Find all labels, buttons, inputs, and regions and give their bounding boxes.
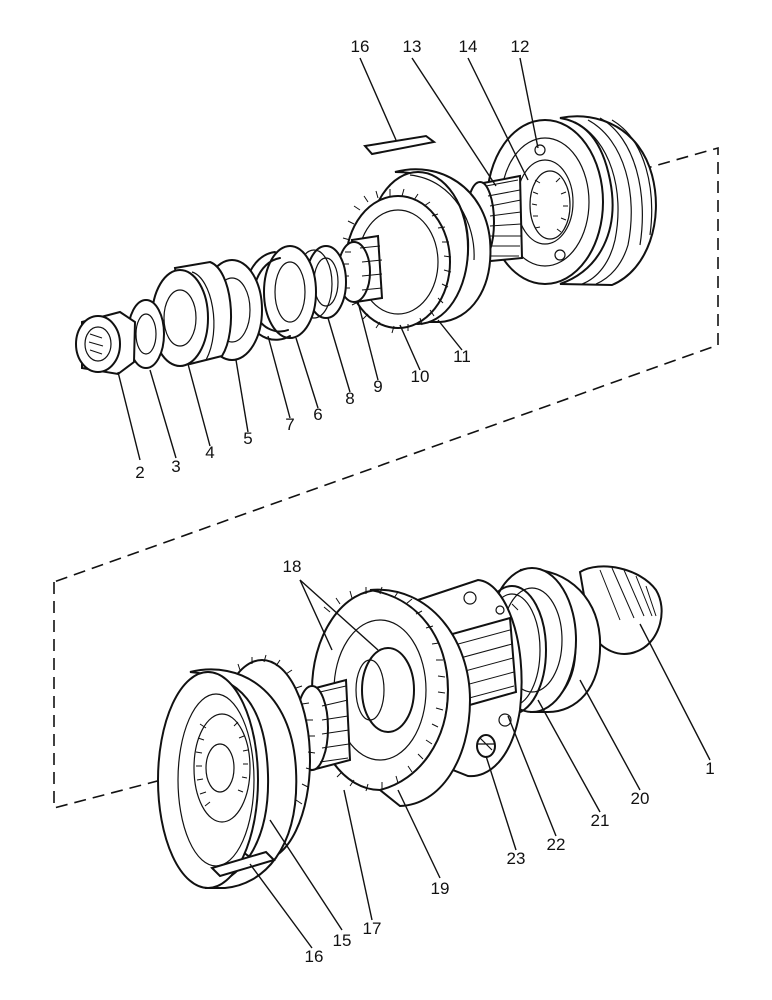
drum-with-internal-gear [157,668,298,889]
label-part-7: 7 [285,415,294,434]
label-part-17: 17 [363,919,382,938]
label-part-14: 14 [459,37,478,56]
label-part-18: 18 [283,557,302,576]
part-16-key-bottom [210,850,276,878]
label-part-16-top: 16 [351,37,370,56]
part-16-key-top [363,134,437,156]
label-part-22: 22 [547,835,566,854]
label-part-10: 10 [411,367,430,386]
label-part-13: 13 [403,37,422,56]
part-14-ring-gear [529,170,571,240]
part-23-screw [476,734,496,758]
label-part-6: 6 [313,405,322,424]
label-part-2: 2 [135,463,144,482]
part-18-needle-bearing [355,647,415,733]
label-part-9: 9 [373,377,382,396]
part-2-nut [75,310,137,376]
label-part-20: 20 [631,789,650,808]
part-6-thrust-washer [263,245,317,339]
part-1-pinion-gear [578,565,663,655]
part-4-bearing [151,260,233,367]
label-part-15: 15 [333,931,352,950]
label-part-19: 19 [431,879,450,898]
label-part-3: 3 [171,457,180,476]
dashed-connector-top [53,146,719,583]
label-part-16-bottom: 16 [305,947,324,966]
label-part-1: 1 [705,759,714,778]
label-part-8: 8 [345,389,354,408]
part-number-labels: 2 3 4 5 7 6 8 9 10 11 16 13 14 12 18 1 2… [135,37,714,966]
label-part-5: 5 [243,429,252,448]
leader-lines [117,57,711,949]
label-part-11: 11 [453,347,471,366]
label-part-21: 21 [591,811,610,830]
label-part-4: 4 [205,443,214,462]
label-part-23: 23 [507,849,526,868]
label-part-12: 12 [511,37,530,56]
part-17-splined-sleeve [295,678,352,772]
